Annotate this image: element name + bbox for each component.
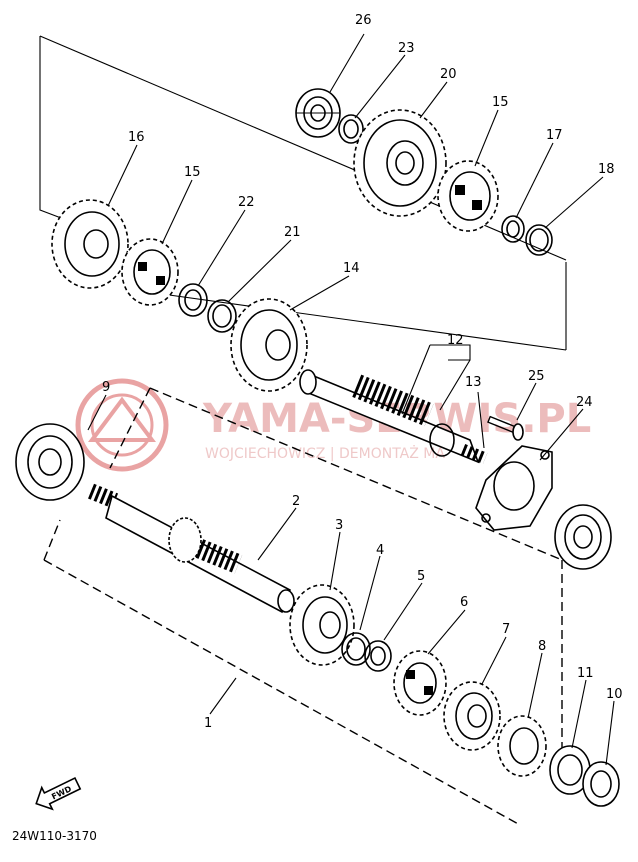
callout-15-lower: 15	[184, 165, 201, 180]
main-axle-part-2	[87, 483, 295, 614]
gear-part-16	[51, 199, 129, 289]
gear-part-15-lower	[121, 238, 179, 306]
bearing-part-11	[549, 745, 591, 795]
seal-part-10	[582, 761, 620, 807]
circlip-part-4	[341, 632, 371, 666]
washer-part-5	[364, 640, 392, 672]
washer-part-17	[501, 215, 525, 243]
circlip-part-21	[207, 299, 237, 333]
gear-part-20	[353, 109, 447, 217]
callout-labels: 26 23 20 15 17 18 16 15 22 21 14 12 13 2…	[102, 13, 623, 731]
fwd-label: FWD	[50, 784, 73, 801]
watermark-logo	[75, 378, 169, 472]
bolt-part-25	[487, 415, 524, 441]
leader-lines	[87, 33, 615, 766]
lower-group-frame	[43, 387, 563, 826]
callout-17: 17	[546, 128, 563, 143]
callout-11: 11	[577, 666, 594, 681]
callout-23: 23	[398, 41, 415, 56]
callout-9: 9	[102, 380, 110, 395]
callout-1: 1	[204, 716, 212, 731]
gear-part-3	[289, 584, 355, 666]
callout-8: 8	[538, 639, 546, 654]
callout-18: 18	[598, 162, 615, 177]
callout-14: 14	[343, 261, 360, 276]
callout-25: 25	[528, 369, 545, 384]
callout-4: 4	[376, 543, 384, 558]
bearing-right	[554, 504, 612, 570]
callout-21: 21	[284, 225, 301, 240]
bearing-part-26	[295, 88, 341, 138]
gear-part-14	[230, 298, 308, 392]
bearing-part-9	[15, 423, 85, 501]
callout-5: 5	[417, 569, 425, 584]
callout-13: 13	[465, 375, 482, 390]
retainer-plate-part-24	[475, 445, 553, 531]
callout-2: 2	[292, 494, 300, 509]
gear-part-15-upper	[437, 160, 499, 232]
callout-7: 7	[502, 622, 510, 637]
callout-10: 10	[606, 687, 623, 702]
washer-part-22	[178, 283, 208, 317]
callout-3: 3	[335, 518, 343, 533]
callout-6: 6	[460, 595, 468, 610]
washer-part-23	[338, 114, 364, 144]
callout-20: 20	[440, 67, 457, 82]
callout-15-upper: 15	[492, 95, 509, 110]
callout-16: 16	[128, 130, 145, 145]
gear-part-6	[393, 650, 447, 716]
callout-12: 12	[447, 333, 464, 348]
callout-26: 26	[355, 13, 372, 28]
gear-part-7	[443, 681, 501, 751]
drive-axle-part-12	[299, 369, 488, 465]
watermark-subtitle: WOJCIECHOWICZ | DEMONTAŻ MA	[205, 444, 445, 462]
callout-24: 24	[576, 395, 593, 410]
drawing-code: 24W110-3170	[12, 829, 97, 843]
callout-22: 22	[238, 195, 255, 210]
gear-part-8	[497, 715, 547, 777]
fwd-arrow-icon: FWD	[35, 777, 82, 811]
circlip-part-18	[525, 224, 553, 256]
